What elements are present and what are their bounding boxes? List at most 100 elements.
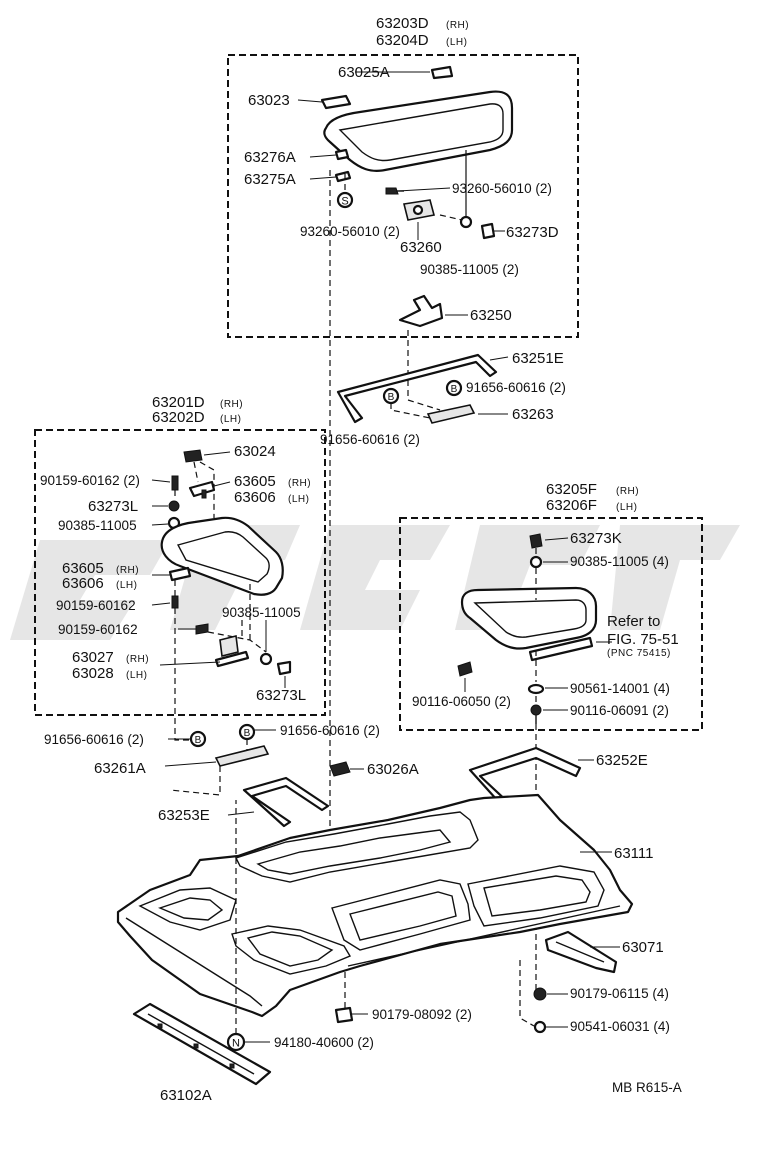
label-91656-60616-d: 91656-60616 (2) [44,732,144,747]
label-63252E: 63252E [596,752,648,769]
part-63102A-trim [132,1002,272,1086]
label-63071: 63071 [622,939,664,956]
part-63201D-roof-glass [160,516,284,596]
label-63605-b: 63605 [62,560,104,577]
label-90385-11005-c: 90385-11005 [222,605,301,620]
label-63273K: 63273K [570,530,622,547]
label-91656-60616-c: 91656-60616 (2) [280,723,380,738]
symbol-b-4-letter: B [244,728,251,739]
label-63605-a: 63605 [234,473,276,490]
part-63263-bracket [426,404,476,424]
label-90116-06091: 90116-06091 (2) [570,703,669,718]
tag-rh-63205F: (RH) [616,486,639,497]
part-90116-screw-b [530,704,542,724]
label-63606-a: 63606 [234,489,276,506]
symbol-s-letter: S [341,196,348,208]
part-63205F-roof-glass [460,586,598,650]
label-63026A: 63026A [367,761,419,778]
part-90159-bolt-b [171,595,179,609]
label-63260: 63260 [400,239,442,256]
part-63251E-weatherstrip [336,353,498,424]
label-63253E: 63253E [158,807,210,824]
label-pnc-75415: (PNC 75415) [607,648,671,659]
label-91656-60616-b: 91656-60616 (2) [320,432,420,447]
label-63275A: 63275A [244,171,296,188]
part-63273K-knob [529,533,543,549]
symbol-n-letter: N [232,1038,240,1050]
symbol-s [336,191,354,209]
label-90385-11005-b: 90385-11005 [58,518,137,533]
part-63260-hinge [403,199,435,221]
label-63027: 63027 [72,649,114,666]
part-63273L-knob-b [276,660,292,676]
symbol-b-3-letter: B [195,735,202,746]
group-box-top [227,54,579,338]
part-90116-screw-a [457,661,473,677]
tag-rh-63605-a: (RH) [288,478,311,489]
part-63203D-roof-glass [323,90,514,172]
tag-rh-63201D: (RH) [220,399,243,410]
part-63025A [430,65,454,80]
part-63253E-weatherstrip [242,776,330,828]
part-63024 [183,449,203,463]
label-90159-60162-b: 90159-60162 [56,598,136,613]
tag-lh-63606-a: (LH) [288,494,309,505]
label-63205F: 63205F [546,481,597,498]
tag-lh-63202D: (LH) [220,414,241,425]
label-63204D: 63204D [376,32,429,49]
part-90179-nut-a [533,987,547,1001]
part-90385-nut-c [259,652,273,666]
label-63261A: 63261A [94,760,146,777]
tag-rh-63203D: (RH) [446,20,469,31]
part-90385-nut-d [529,555,543,569]
label-63273D: 63273D [506,224,559,241]
label-63025A: 63025A [338,64,390,81]
part-63605-bracket-b [168,566,192,582]
part-90385-nut-a [459,215,473,229]
part-63273L-knob-a [168,500,180,512]
tag-rh-63027: (RH) [126,654,149,665]
part-90541-clip [533,1020,547,1034]
label-63102A: 63102A [160,1087,212,1104]
label-63273L-a: 63273L [88,498,138,515]
label-94180-40600: 94180-40600 (2) [274,1035,374,1050]
label-90385-11005-a: 90385-11005 (2) [420,262,519,277]
group-box-left [34,429,326,716]
part-63250-latch [398,294,444,328]
tag-lh-63028: (LH) [126,670,147,681]
label-fig-75-51: FIG. 75-51 [607,631,679,648]
label-63203D: 63203D [376,15,429,32]
label-93260-56010-a: 93260-56010 (2) [452,181,552,196]
part-63071-rail [544,930,618,974]
part-63276A [334,148,350,161]
group-box-right [399,517,703,731]
part-63027-hinge [214,635,250,668]
label-90179-06115: 90179-06115 (4) [570,986,669,1001]
part-90159-bolt-a [171,475,179,491]
label-93260-56010-b: 93260-56010 (2) [300,224,400,239]
label-90116-06050: 90116-06050 (2) [412,694,511,709]
label-63606-b: 63606 [62,575,104,592]
label-90159-60162-a: 90159-60162 (2) [40,473,140,488]
label-90159-60162-c: 90159-60162 [58,622,138,637]
symbol-b-1-letter: B [451,384,458,395]
part-63026A [329,761,351,777]
part-63023 [320,94,352,110]
label-90561-14001: 90561-14001 (4) [570,681,670,696]
part-strip [528,636,594,662]
label-refer-to: Refer to [607,613,660,630]
label-63251E: 63251E [512,350,564,367]
label-63201D: 63201D [152,394,205,411]
part-63111-headliner [116,793,634,1018]
part-63605-bracket-a [188,480,216,499]
symbol-b-2-letter: B [388,392,395,403]
label-63024: 63024 [234,443,276,460]
part-90179-nut-b [334,1006,354,1024]
label-90179-08092: 90179-08092 (2) [372,1007,472,1022]
tag-lh-63204D: (LH) [446,37,467,48]
tag-rh-63605-b: (RH) [116,565,139,576]
label-91656-60616-a: 91656-60616 (2) [466,380,566,395]
label-90385-11005-d: 90385-11005 (4) [570,554,669,569]
label-63023: 63023 [248,92,290,109]
